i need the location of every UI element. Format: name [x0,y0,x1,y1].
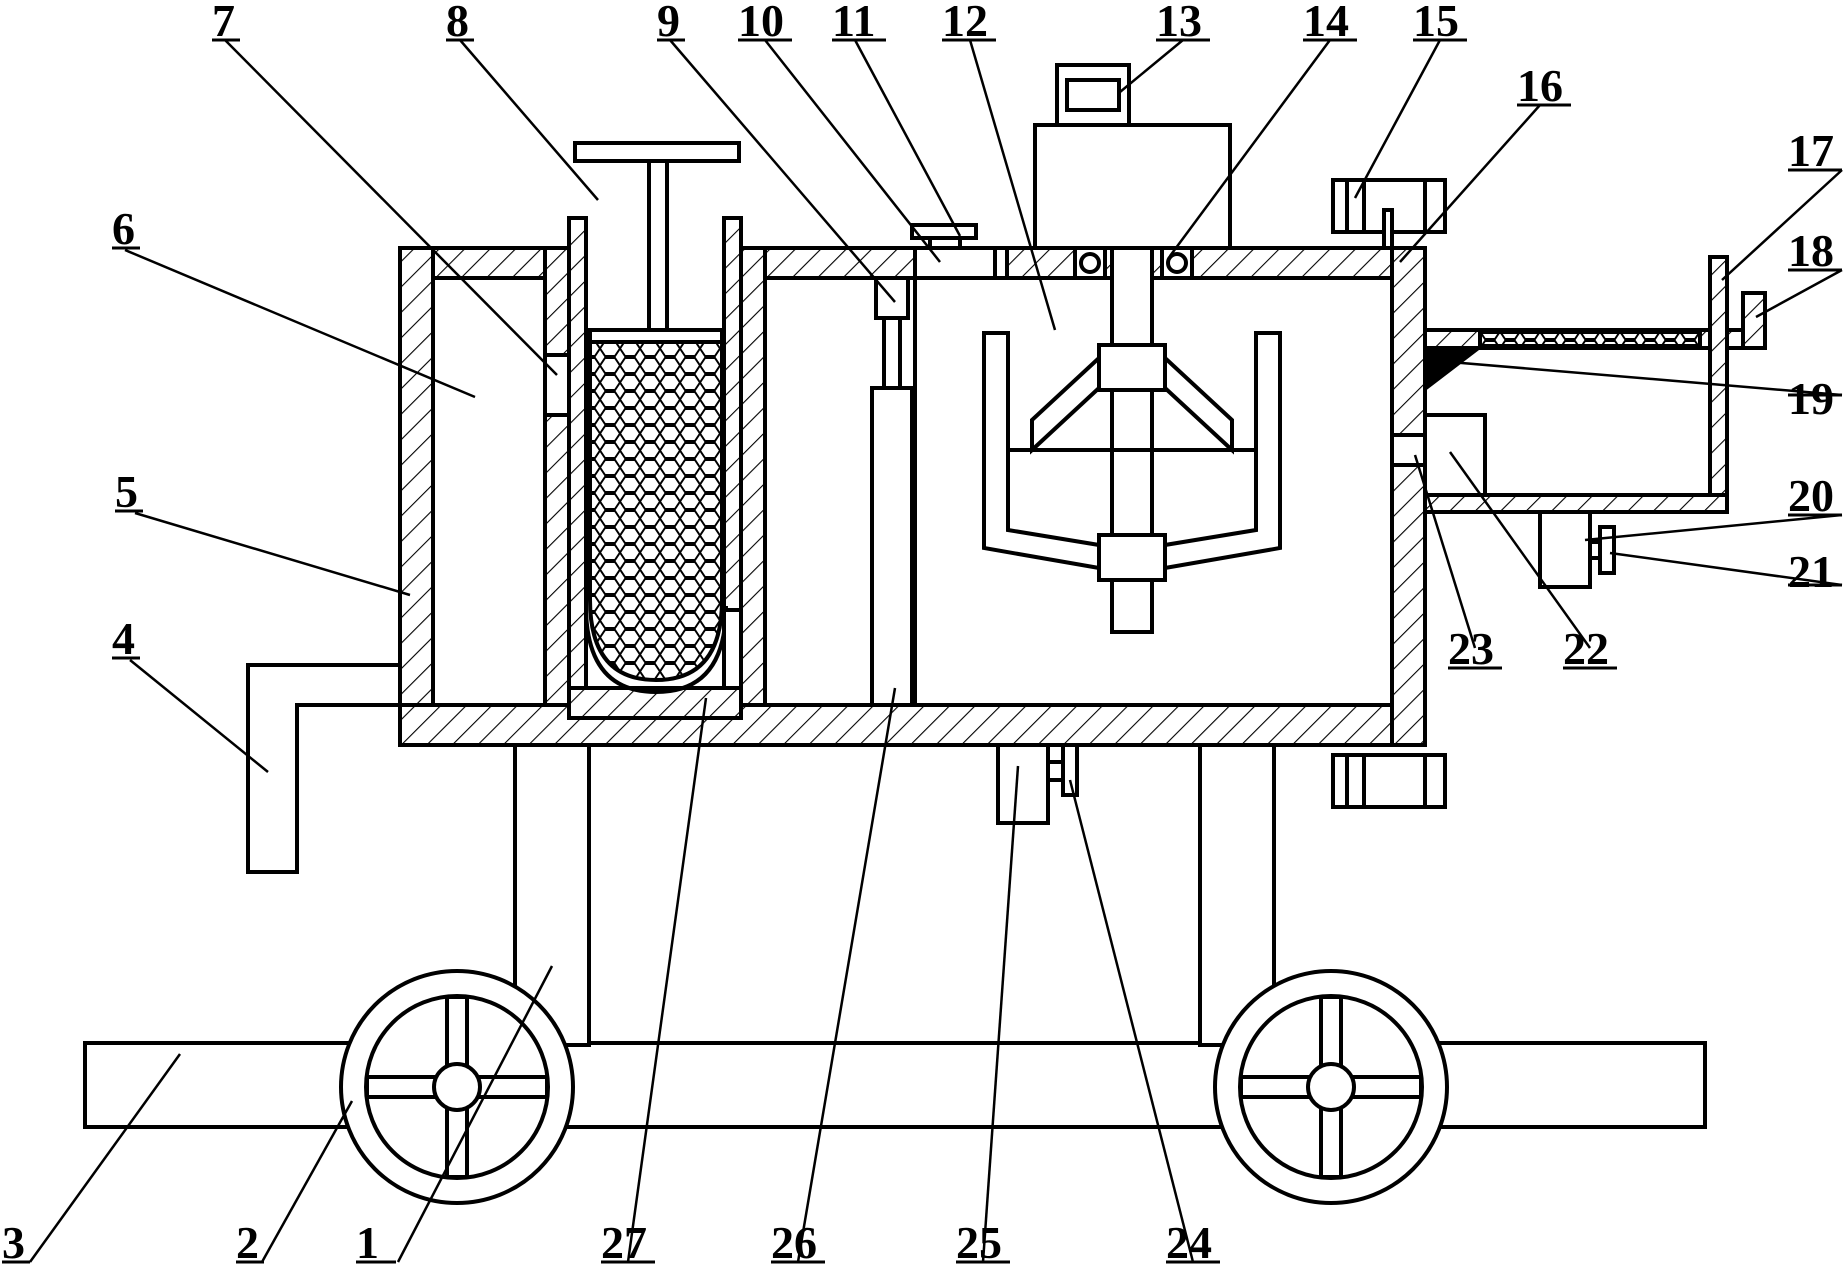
callout-22: 22 [1563,623,1609,674]
callout-20: 20 [1788,470,1834,521]
callout-16: 16 [1517,60,1563,111]
motor [1033,63,1232,250]
callout-17: 17 [1788,125,1834,176]
housing [398,246,1427,747]
feed-inlet [910,223,1009,280]
callout-25: 25 [956,1217,1002,1268]
callout-23: 23 [1448,623,1494,674]
right-wheel [1213,969,1449,1205]
callout-6: 6 [112,203,135,254]
callout-11: 11 [832,0,875,46]
callout-5: 5 [115,466,138,517]
callout-7: 7 [212,0,235,46]
drain-valve [996,743,1079,825]
callout-10: 10 [738,0,784,46]
callout-3: 3 [2,1217,25,1268]
callout-26: 26 [771,1217,817,1268]
top-clamp [1331,178,1447,250]
callout-2: 2 [236,1217,259,1268]
callout-1: 1 [356,1217,379,1268]
callout-18: 18 [1788,225,1834,276]
callout-27: 27 [601,1217,647,1268]
callout-4: 4 [112,613,135,664]
stirrer [982,246,1282,634]
callout-19: 19 [1788,373,1834,424]
outlet-pipe [246,663,402,874]
callout-24: 24 [1166,1217,1212,1268]
leader-lines [28,39,1843,1263]
callout-13: 13 [1156,0,1202,46]
bottom-clamp [1331,753,1447,809]
callout-21: 21 [1788,546,1834,597]
callout-8: 8 [446,0,469,46]
callout-14: 14 [1303,0,1349,46]
left-wheel [339,969,575,1205]
bearings [1073,246,1194,280]
filter-assembly [543,141,743,720]
left-chamber [431,276,547,707]
support-legs [513,743,1276,1047]
track-rail [83,1041,1707,1129]
callout-15: 15 [1413,0,1459,46]
callout-12: 12 [942,0,988,46]
side-hopper [1390,255,1767,589]
callout-9: 9 [657,0,680,46]
